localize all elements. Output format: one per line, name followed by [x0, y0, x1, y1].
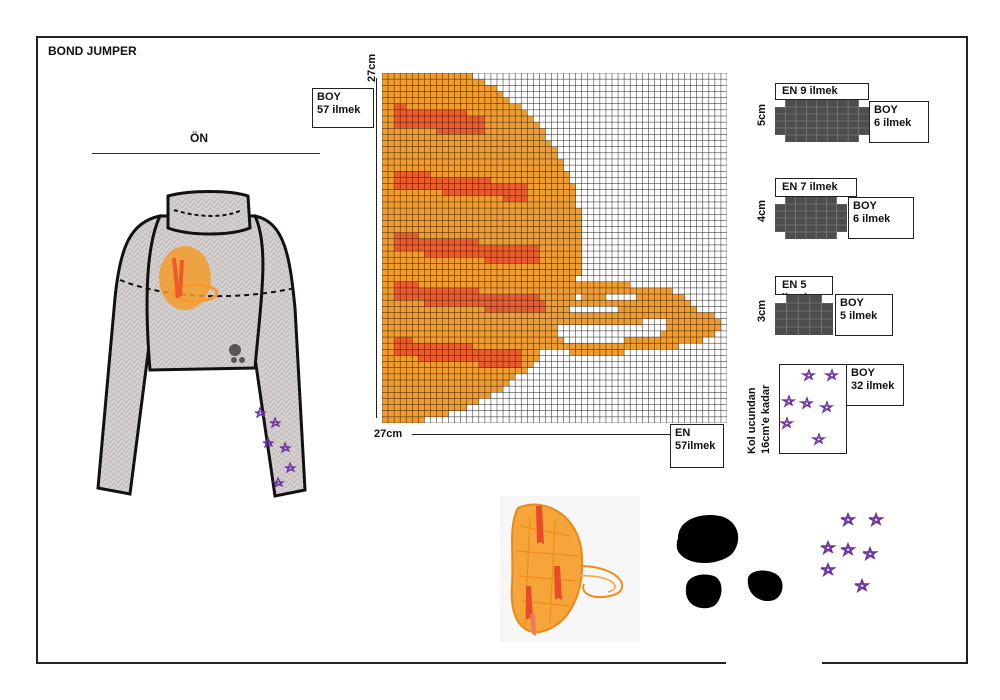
front-view-underline: [92, 153, 320, 154]
patch-1-height-box: BOY 6 ilmek: [869, 101, 929, 143]
sleeve-stars: [254, 406, 298, 489]
patch-3-boy-count: 5 ilmek: [840, 310, 878, 322]
patch-2-grid: [775, 197, 847, 239]
stars-height-box: BOY 32 ilmek: [846, 364, 904, 406]
sweater-collar: [166, 190, 252, 236]
chart-width-cm: 27cm: [374, 428, 403, 440]
patch-3-height-box: BOY 5 ilmek: [835, 294, 893, 336]
sweater-right-sleeve: [253, 214, 307, 498]
chart-width-box: EN 57ilmek: [670, 424, 724, 468]
patch-3-boy-label: BOY: [840, 297, 864, 309]
patch-2-height-box: BOY 6 ilmek: [848, 197, 914, 239]
patch-2-boy-count: 6 ilmek: [853, 213, 891, 225]
patch-1-en: EN 9 ilmek: [782, 85, 838, 97]
page-frame: [36, 36, 968, 664]
main-stitch-chart: [382, 73, 727, 423]
stars-patch: [779, 364, 847, 454]
patch-2-size: 4cm: [756, 199, 768, 222]
chart-height-box: BOY 57 ilmek: [312, 88, 374, 128]
sweater-illustration: [96, 190, 307, 498]
frame-gap: [726, 658, 822, 670]
front-view-label: ÖN: [190, 131, 208, 145]
patch-3-width-box: EN 5 ilmek: [775, 276, 833, 304]
dot-motif: [229, 344, 241, 356]
patch-2-boy-label: BOY: [853, 200, 877, 212]
chart-boy-count: 57 ilmek: [317, 104, 361, 116]
chart-boy-label: BOY: [317, 91, 341, 103]
chart-grid-lines: [382, 73, 727, 423]
stars-boy-count: 32 ilmek: [851, 380, 895, 392]
stars-side-line2: 16cm'e kadar: [760, 384, 772, 454]
patch-1-boy-label: BOY: [874, 104, 898, 116]
chart-en-label: EN: [675, 427, 691, 439]
page-title: BOND JUMPER: [48, 44, 137, 58]
stars-side-line1: Kol ucundan: [746, 387, 758, 454]
stars-boy-label: BOY: [851, 367, 875, 379]
chart-colored-cells: [382, 73, 721, 423]
patch-2-en: EN 7 ilmek: [782, 181, 838, 193]
patch-2-width-box: EN 7 ilmek: [775, 178, 857, 197]
patch-3-size: 3cm: [756, 299, 768, 322]
patch-1-boy-count: 6 ilmek: [874, 117, 912, 129]
patch-1-grid: [775, 100, 869, 142]
patch-1-size: 5cm: [756, 103, 768, 126]
stars-motif: [820, 511, 885, 594]
sweater-left-sleeve: [96, 214, 162, 496]
dots-motif: [676, 514, 783, 609]
planet-sketch: [500, 496, 640, 642]
patch-1-width-box: EN 9 ilmek: [775, 83, 869, 100]
height-axis-line: [376, 78, 377, 418]
patch-3-grid: [775, 295, 833, 335]
chart-en-count: 57ilmek: [675, 440, 716, 452]
width-axis-line: [412, 434, 670, 435]
